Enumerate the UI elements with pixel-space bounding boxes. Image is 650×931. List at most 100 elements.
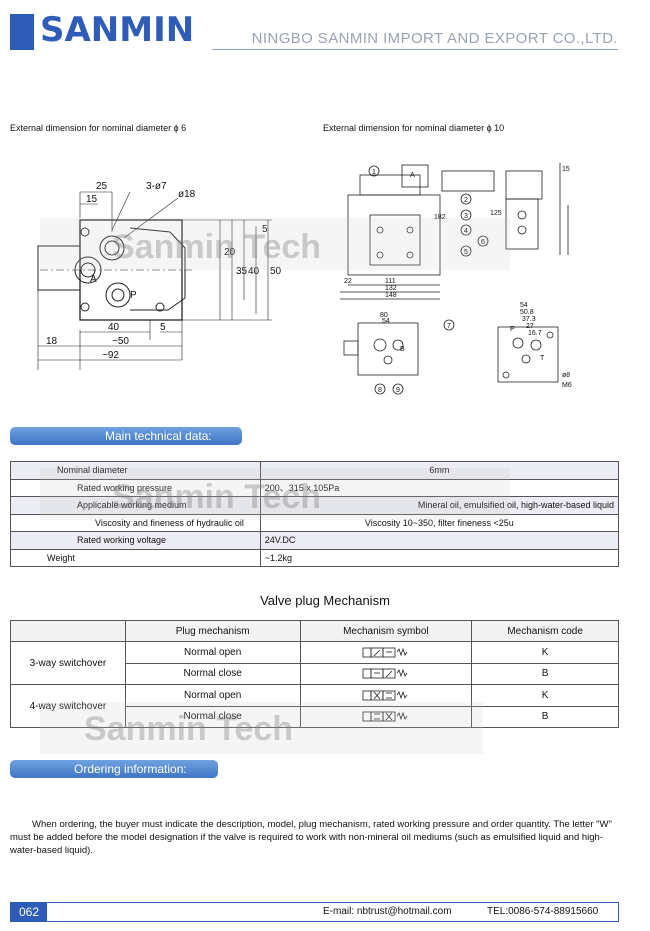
dim-50b: ~50 <box>112 336 129 347</box>
page-number: 062 <box>11 903 47 921</box>
column-header: Mechanism code <box>471 620 619 642</box>
group-label: 3-way switchover <box>10 641 126 685</box>
port-p-label: P <box>130 290 137 301</box>
technical-heading: Main technical data: <box>105 429 212 443</box>
brand-logo: SANMIN <box>40 10 195 50</box>
callout-7: 7 <box>447 323 451 330</box>
table-row: 3-way switchover Normal open K <box>10 641 619 685</box>
right-dimension-drawing: 1 2 3 4 5 6 7 8 9 111 132 148 22 80 54 1… <box>340 163 572 395</box>
plug-mechanism: Normal open <box>124 641 301 664</box>
column-header <box>10 620 126 642</box>
table-row: Normal close B <box>11 662 619 685</box>
valve-symbol-icon <box>362 668 408 679</box>
brand-mark <box>10 14 34 50</box>
valve-symbol-icon <box>362 647 408 658</box>
spec-value: ~1.2kg <box>259 548 620 567</box>
dim-182: 182 <box>434 214 446 221</box>
dim-148: 148 <box>385 292 397 299</box>
table-row: Weight ~1.2kg <box>10 548 620 567</box>
port-a-label: A <box>90 274 97 285</box>
callout-1: 1 <box>372 169 376 176</box>
mechanism-symbol <box>299 684 473 707</box>
dim-54b: 54 <box>520 302 528 309</box>
right-port-p: P <box>510 326 515 333</box>
dim-37-3: 37.3 <box>522 316 536 323</box>
dim-phi18: ø18 <box>178 189 196 200</box>
spec-value: 24V.DC <box>259 531 620 550</box>
dim-50-8: 50.8 <box>520 309 534 316</box>
spec-label: Applicable working medium <box>10 496 261 515</box>
table-header-row: Plug mechanism Mechanism symbol Mechanis… <box>10 620 619 642</box>
table-row: Viscosity and fineness of hydraulic oil … <box>10 513 620 532</box>
dim-125: 125 <box>490 210 502 217</box>
dim-92: ~92 <box>102 350 119 361</box>
mechanism-symbol <box>299 641 473 664</box>
mechanism-code: K <box>471 641 619 664</box>
callout-9: 9 <box>396 387 400 394</box>
dim-5b: 5 <box>160 322 166 333</box>
plug-mechanism: Normal open <box>124 684 301 707</box>
dim-16-7: 16.7 <box>528 330 542 337</box>
header-divider <box>212 49 618 50</box>
dim-5a: 5 <box>262 224 268 235</box>
technical-data-table: Nominal diameter 6mm Rated working press… <box>10 461 620 567</box>
valve-symbol-icon <box>362 690 408 701</box>
spec-label: Rated working voltage <box>10 531 261 550</box>
ordering-text: When ordering, the buyer must indicate t… <box>10 819 612 856</box>
company-name: NINGBO SANMIN IMPORT AND EXPORT CO.,LTD. <box>251 30 618 47</box>
dim-20: 20 <box>224 247 236 258</box>
dim-132: 132 <box>385 285 397 292</box>
dim-25: 25 <box>96 181 108 192</box>
mechanism-symbol <box>299 705 473 728</box>
spec-label: Nominal diameter <box>10 461 261 480</box>
dim-phi8: ø8 <box>562 372 570 379</box>
mechanism-symbol <box>299 662 473 685</box>
footer-tel: TEL:0086-574-88915660 <box>487 906 599 917</box>
spec-value: Mineral oil, emulsified oil, high-water-… <box>259 496 620 515</box>
group-label: 4-way switchover <box>10 684 126 728</box>
dim-35: 35 <box>236 266 248 277</box>
table-row: Applicable working medium Mineral oil, e… <box>10 496 620 515</box>
right-port-b: B <box>400 346 405 353</box>
valve-symbol-icon <box>362 711 408 722</box>
mechanism-code: B <box>471 662 619 685</box>
page-header: SANMIN NINGBO SANMIN IMPORT AND EXPORT C… <box>0 0 650 62</box>
spec-value: 6mm <box>259 461 620 480</box>
left-drawing-caption: External dimension for nominal diameter … <box>10 123 187 133</box>
callout-6: 6 <box>481 239 485 246</box>
spec-value: Viscosity 10~350, filter fineness <25u <box>259 513 620 532</box>
callout-5: 5 <box>464 249 468 256</box>
column-header: Mechanism symbol <box>299 620 473 642</box>
table-row: 4-way switchover Normal open K <box>10 684 619 728</box>
table-row: Nominal diameter 6mm <box>10 461 620 480</box>
dim-54: 54 <box>382 318 390 325</box>
dim-111: 111 <box>385 278 396 285</box>
table-row: Rated working voltage 24V.DC <box>10 531 620 550</box>
spec-label: Weight <box>10 548 261 567</box>
spec-value: 200、315 x 105Pa <box>259 478 620 497</box>
right-port-a: A <box>410 172 415 179</box>
mechanism-code: B <box>471 705 619 728</box>
plug-mechanism: Normal close <box>124 705 301 728</box>
mechanism-code: K <box>471 684 619 707</box>
plug-mechanism-title: Valve plug Mechanism <box>260 593 390 608</box>
page-footer: 062 E-mail: nbtrust@hotmail.com TEL:0086… <box>10 902 619 922</box>
spec-label: Viscosity and fineness of hydraulic oil <box>10 513 261 532</box>
ordering-heading-bar: Ordering information: <box>10 760 218 778</box>
callout-2: 2 <box>464 197 468 204</box>
callout-3: 3 <box>464 213 468 220</box>
callout-4: 4 <box>464 228 468 235</box>
dim-40b: 40 <box>108 322 120 333</box>
right-drawing-caption: External dimension for nominal diameter … <box>323 123 505 133</box>
dim-15: 15 <box>86 194 98 205</box>
callout-8: 8 <box>378 387 382 394</box>
spec-label: Rated working pressure <box>10 478 261 497</box>
dim-m6: M6 <box>562 382 572 389</box>
right-port-t: T <box>540 355 545 362</box>
table-row: Rated working pressure 200、315 x 105Pa <box>10 478 620 497</box>
table-row: Normal close B <box>11 705 619 728</box>
technical-heading-bar: Main technical data: <box>10 427 242 445</box>
dim-15-right: 15 <box>562 166 570 173</box>
left-dimension-drawing: 25 15 3-ø7 ø18 5 20 35 40 50 40 5 18 ~50… <box>37 181 282 370</box>
plug-mechanism: Normal close <box>124 662 301 685</box>
